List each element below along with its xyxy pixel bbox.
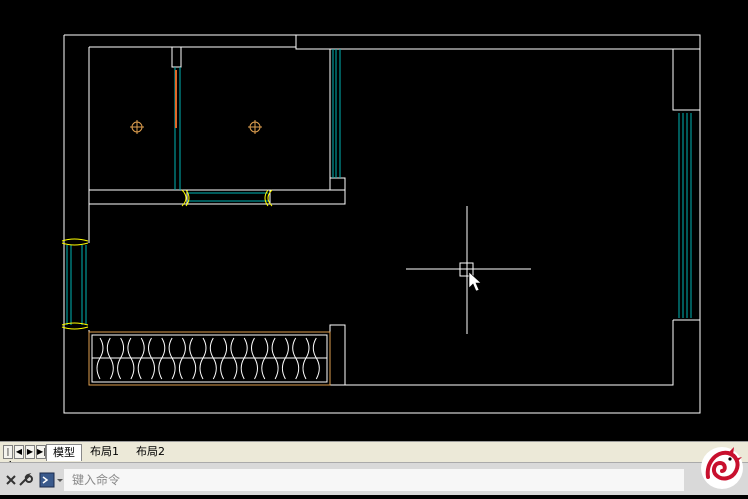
dragon-logo-icon — [698, 441, 746, 495]
wardrobe-hanger — [292, 337, 300, 380]
wardrobe-hanger — [127, 337, 135, 380]
interior-walls — [88, 46, 346, 386]
floor-plan-drawing[interactable] — [0, 0, 748, 441]
wardrobe-hanger — [209, 337, 217, 380]
wardrobe-hanger — [137, 337, 145, 380]
tab-layout1[interactable]: 布局1 — [90, 445, 119, 458]
wardrobe-hanger — [281, 337, 289, 380]
wardrobe-hanger — [312, 337, 320, 380]
wardrobe-hanger — [106, 337, 114, 380]
windows — [66, 49, 692, 325]
command-input[interactable]: 键入命令 — [64, 469, 684, 491]
tab-model[interactable]: 模型 — [46, 444, 82, 461]
wardrobe-hanger — [178, 337, 186, 380]
outer-walls — [63, 34, 701, 414]
wrench-icon[interactable] — [14, 469, 36, 491]
wardrobe — [88, 331, 331, 386]
wardrobe-hanger — [189, 337, 197, 380]
command-bar: 键入命令 — [0, 462, 748, 495]
first-tab-button[interactable]: |◀ — [3, 445, 13, 468]
mouse-pointer-icon — [468, 271, 482, 292]
prev-tab-button[interactable]: ◀ — [14, 445, 24, 459]
layout-tab-bar: |◀ ◀ ▶ ▶| 模型 布局1 布局2 — [0, 441, 748, 468]
wardrobe-hanger — [240, 337, 248, 380]
crosshair-cursor — [406, 206, 531, 334]
wardrobe-hanger — [230, 337, 238, 380]
door-swings — [61, 189, 273, 330]
wardrobe-hanger — [251, 337, 258, 380]
wardrobe-hanger — [117, 337, 125, 380]
close-x-icon[interactable] — [0, 469, 22, 491]
wardrobe-hanger — [302, 337, 310, 380]
wardrobe-hanger — [261, 337, 269, 380]
wardrobe-hanger — [220, 337, 228, 380]
wardrobe-hanger — [148, 337, 155, 380]
last-tab-button[interactable]: ▶| — [36, 445, 46, 459]
wardrobe-hanger — [271, 337, 279, 380]
wardrobe-hanger — [158, 337, 166, 380]
wardrobe-hanger — [199, 337, 207, 380]
drawing-canvas[interactable] — [0, 0, 748, 441]
tab-layout2[interactable]: 布局2 — [136, 445, 165, 458]
command-prompt-icon[interactable] — [38, 469, 64, 491]
wardrobe-hanger — [168, 337, 176, 380]
ceiling-lights — [130, 120, 262, 134]
wardrobe-hanger — [96, 337, 104, 380]
next-tab-button[interactable]: ▶ — [25, 445, 35, 459]
